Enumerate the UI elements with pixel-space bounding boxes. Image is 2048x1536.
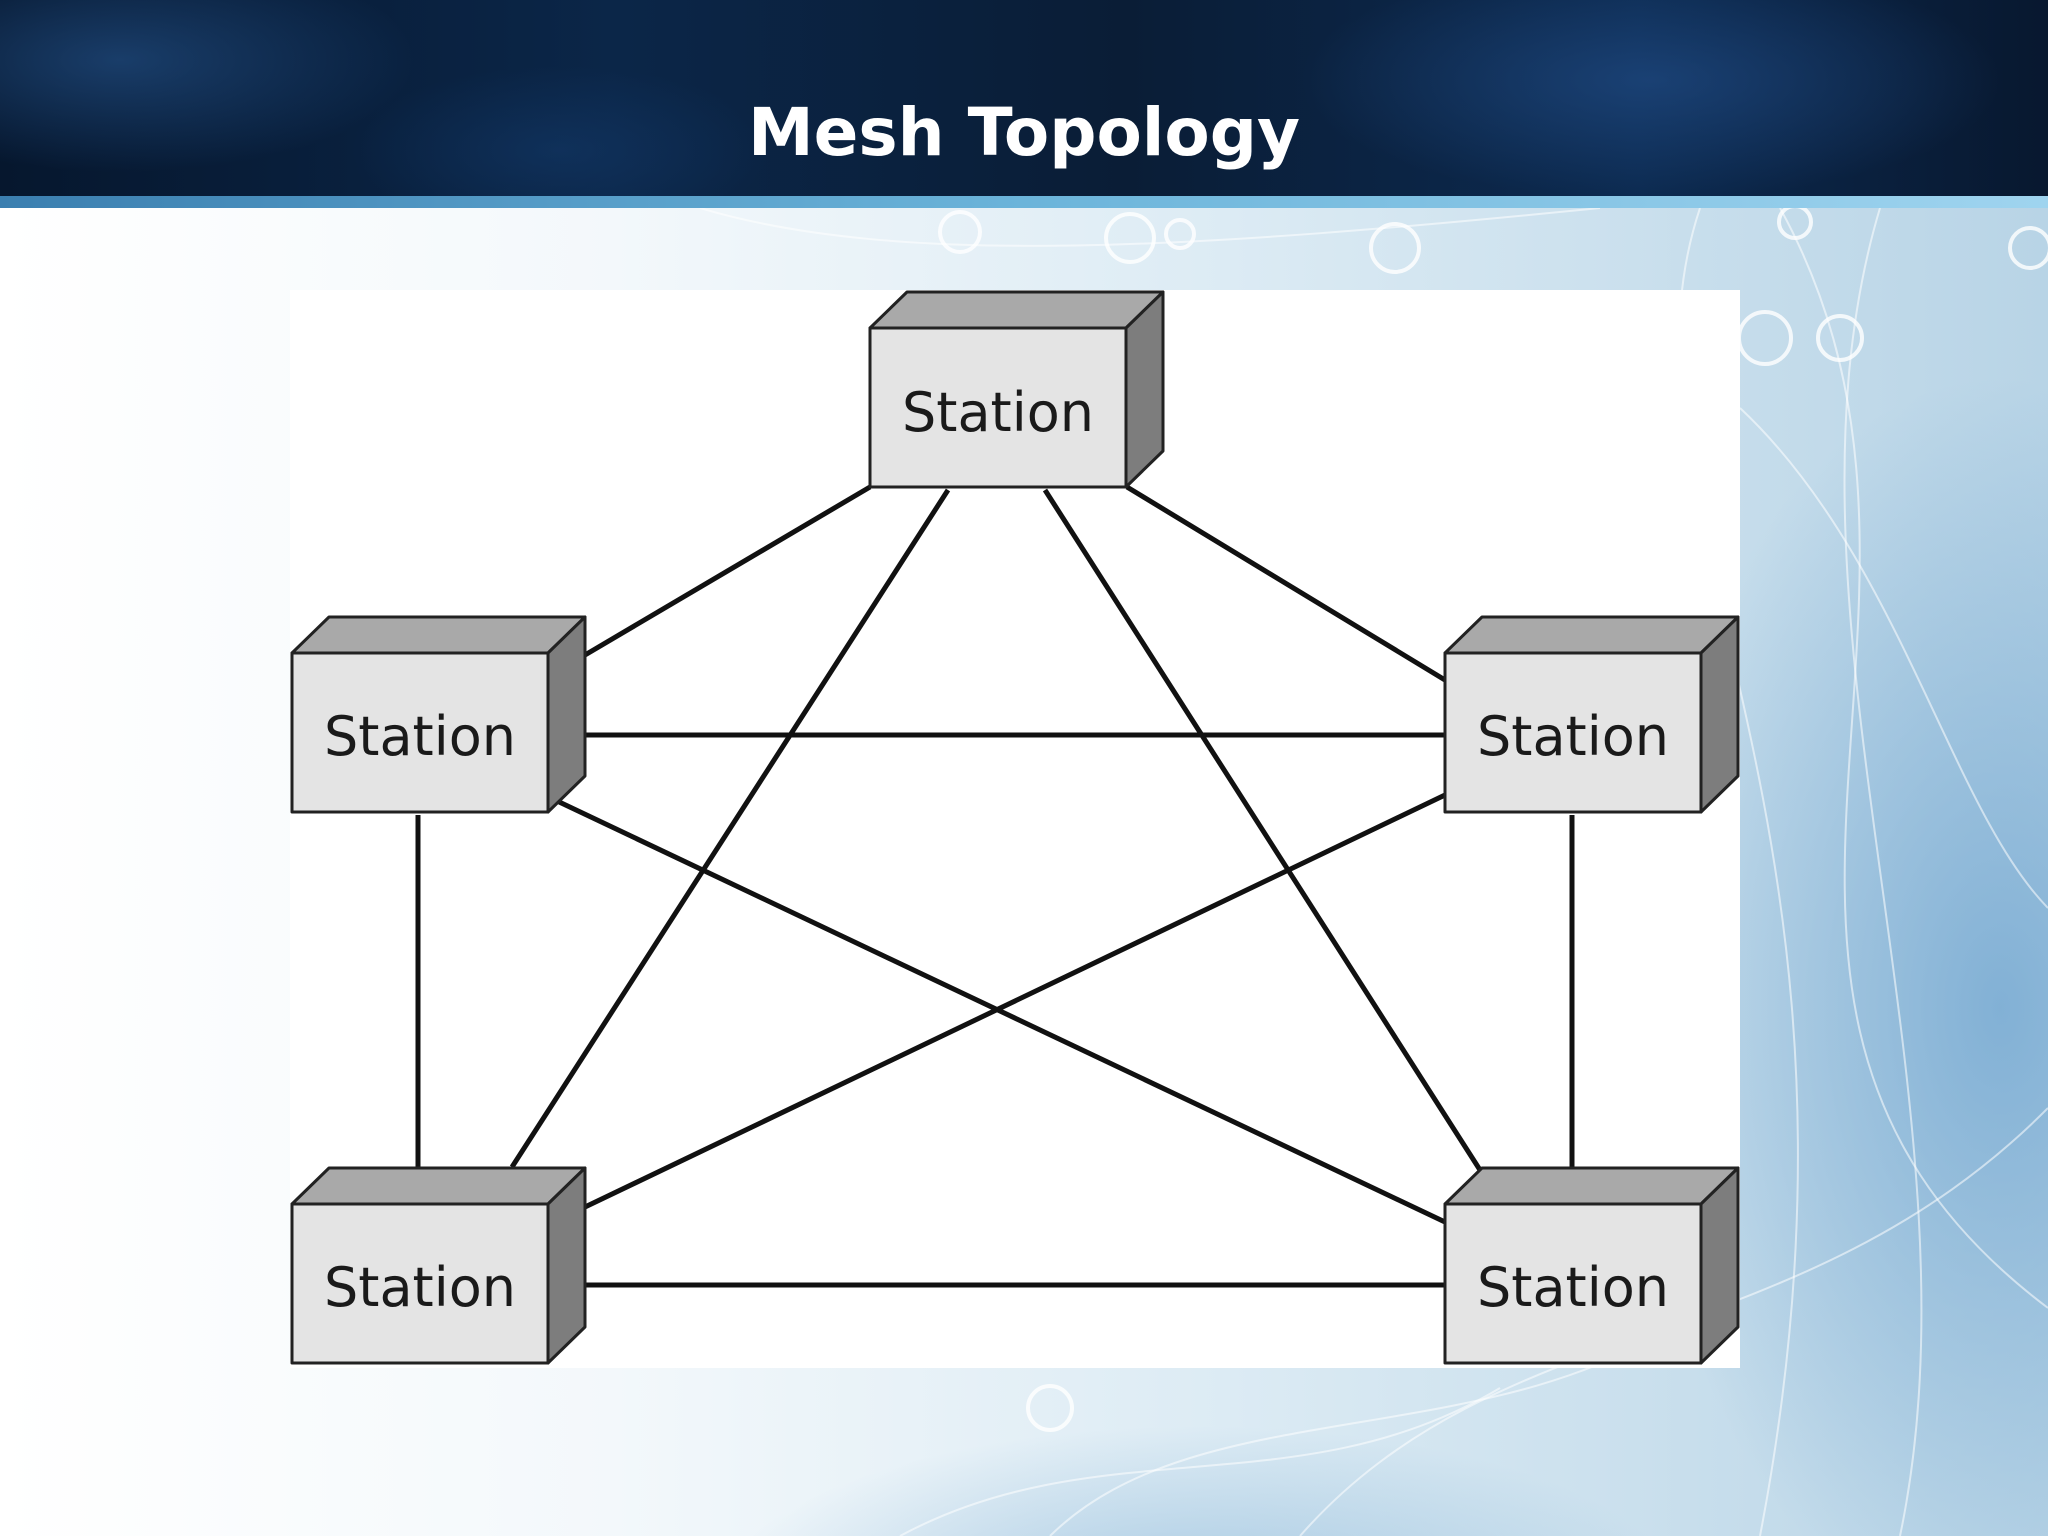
station-label: Station (1477, 705, 1669, 768)
station-top-face (290, 1166, 587, 1206)
link-top-right (1125, 484, 1447, 683)
station-front-face (290, 1202, 550, 1365)
link-right-bottom-left (583, 792, 1447, 1210)
station-top: Station (868, 290, 1165, 489)
station-side-face (546, 1166, 587, 1365)
station-side-face (1699, 615, 1740, 814)
station-bottom-right: Station (1443, 1166, 1740, 1365)
header-rule (0, 196, 2048, 208)
station-bottom-left: Station (290, 1166, 587, 1365)
station-front-face (290, 651, 550, 814)
station-front-face (1443, 651, 1703, 814)
station-top-face (1443, 615, 1740, 655)
station-label: Station (1477, 1256, 1669, 1319)
station-side-face (1124, 290, 1165, 489)
slide-title: Mesh Topology (747, 94, 1301, 171)
station-label: Station (324, 1256, 516, 1319)
station-label: Station (902, 381, 1094, 444)
station-front-face (868, 326, 1128, 489)
station-side-face (1699, 1166, 1740, 1365)
links (415, 484, 1575, 1288)
station-right: Station (1443, 615, 1740, 814)
link-top-left (583, 484, 872, 658)
station-front-face (1443, 1202, 1703, 1365)
station-side-face (546, 615, 587, 814)
station-left: Station (290, 615, 587, 814)
link-top-bottom-right (1042, 488, 1483, 1172)
link-top-bottom-left (509, 488, 951, 1169)
station-label: Station (324, 705, 516, 768)
station-top-face (868, 290, 1165, 330)
link-left-bottom-right (553, 797, 1447, 1225)
station-top-face (290, 615, 587, 655)
header-band (0, 0, 2048, 200)
station-top-face (1443, 1166, 1740, 1206)
